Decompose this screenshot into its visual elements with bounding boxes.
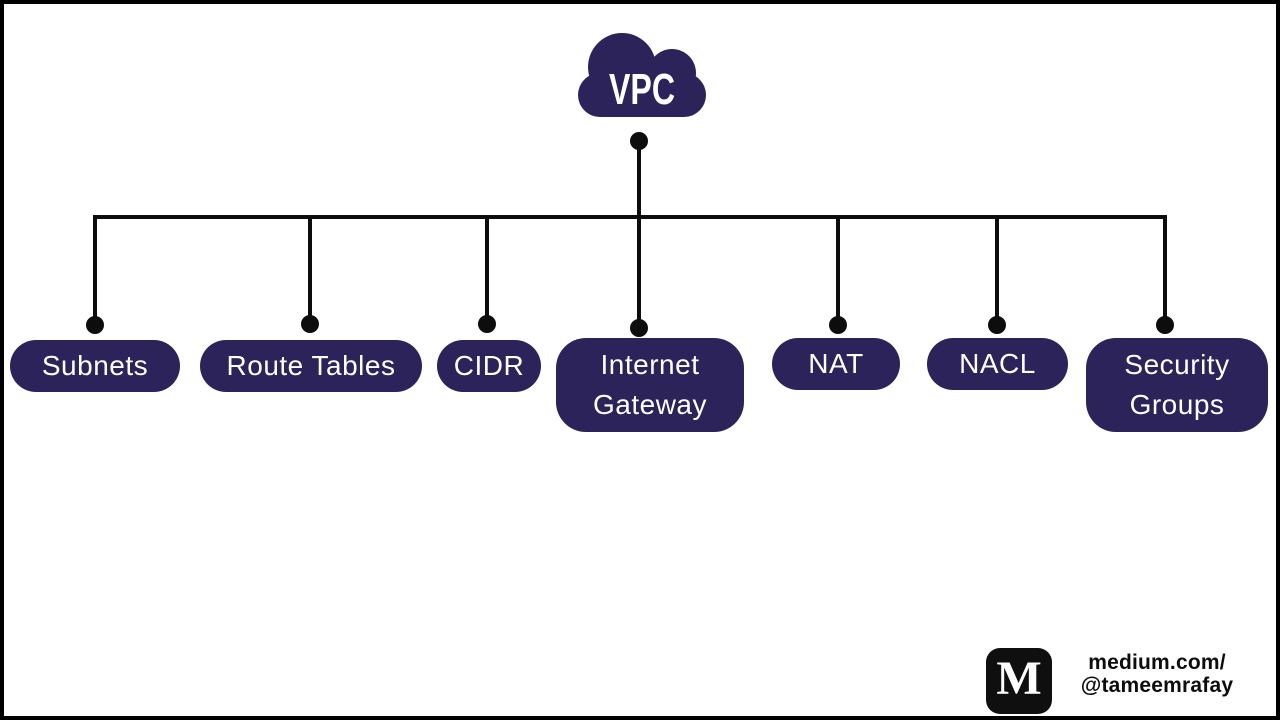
node-internet-gateway: Internet Gateway (556, 338, 744, 432)
connector-bus (93, 215, 1167, 219)
node-security-groups: Security Groups (1086, 338, 1268, 432)
attribution-line1: medium.com/ (1088, 651, 1226, 674)
medium-logo-letter: M (996, 652, 1042, 705)
dot-cloud (630, 132, 648, 150)
dot-internet-gateway (630, 319, 648, 337)
medium-logo-icon: M (986, 648, 1052, 714)
cloud-icon: VPC (578, 33, 706, 117)
attribution-line2: @tameemrafay (1080, 674, 1234, 697)
dot-cidr (478, 315, 496, 333)
node-nat-label: NAT (808, 348, 864, 379)
node-subnets: Subnets (10, 340, 180, 392)
node-security-groups-label: Security Groups (1124, 349, 1230, 420)
dot-nacl (988, 316, 1006, 334)
node-subnets-label: Subnets (41, 350, 149, 381)
attribution-text: medium.com/ @tameemrafay (1054, 651, 1260, 697)
dot-security-groups (1156, 316, 1174, 334)
connector-drop-security-groups (1163, 217, 1167, 325)
node-internet-gateway-label: Internet Gateway (593, 349, 707, 420)
node-nacl: NACL (927, 338, 1068, 390)
node-cidr: CIDR (437, 340, 541, 392)
node-route-tables: Route Tables (200, 340, 422, 392)
node-cidr-label: CIDR (453, 350, 525, 381)
connector-drop-route-tables (308, 217, 312, 325)
dot-route-tables (301, 315, 319, 333)
node-nat: NAT (772, 338, 900, 390)
dot-nat (829, 316, 847, 334)
connector-drop-cidr (485, 217, 489, 325)
connector-trunk (637, 141, 641, 328)
node-nacl-label: NACL (959, 348, 1036, 379)
connector-drop-subnets (93, 217, 97, 325)
vpc-root-label: VPC (609, 65, 675, 114)
connector-drop-nacl (995, 217, 999, 325)
connector-drop-nat (836, 217, 840, 325)
dot-subnets (86, 316, 104, 334)
node-route-tables-label: Route Tables (226, 350, 396, 381)
